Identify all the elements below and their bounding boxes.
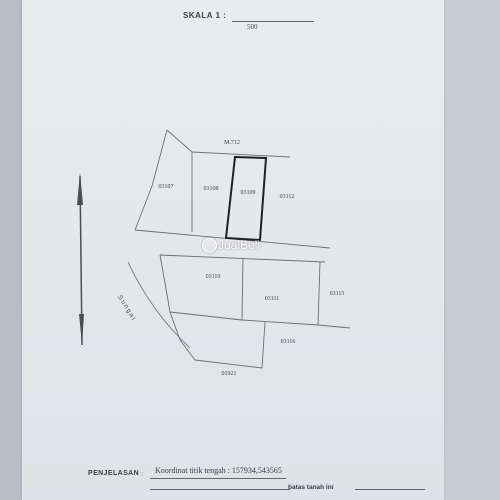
road-label: M.712: [224, 140, 240, 146]
background-left-edge: [0, 0, 22, 500]
background-right-edge: [444, 0, 500, 500]
footer-underline-2: [150, 489, 290, 490]
plot-label-03107: 03107: [158, 184, 174, 190]
plot-label-03108: 03108: [203, 186, 219, 192]
scale-denominator: 500: [247, 23, 258, 31]
footer-colon: :: [141, 470, 143, 478]
bottom-label: 01921: [221, 371, 237, 377]
footer-underline-3: [355, 489, 425, 490]
plot-label-03109: 03109: [240, 190, 256, 196]
plot-label-03112: 03112: [279, 194, 295, 200]
footer-suffix-text: batas tanah ini: [288, 484, 334, 491]
footer-label: PENJELASAN: [88, 470, 140, 477]
watermark-text: JualBeli: [218, 238, 261, 252]
scale-label: SKALA 1 :: [183, 11, 227, 20]
upper-block-parcels: [134, 129, 331, 249]
map-paper-sheet: [22, 0, 444, 500]
highlighted-parcel-outline: [224, 155, 268, 242]
footer-underline-1: [150, 478, 286, 479]
north-arrow-icon: [77, 172, 84, 346]
watermark-logo-icon: [202, 238, 217, 253]
lower-block-parcels: [159, 254, 351, 369]
plot-label-03115: 03115: [329, 291, 345, 297]
scale-underline: [232, 21, 314, 22]
plot-label-03116: 03116: [280, 339, 296, 345]
plot-label-03111: 03111: [264, 296, 280, 302]
plot-label-03110: 03110: [205, 274, 221, 280]
footer-coordinate-text: Koordinat titik tengah : 157934,543565: [155, 466, 282, 475]
river-line: [127, 261, 191, 349]
